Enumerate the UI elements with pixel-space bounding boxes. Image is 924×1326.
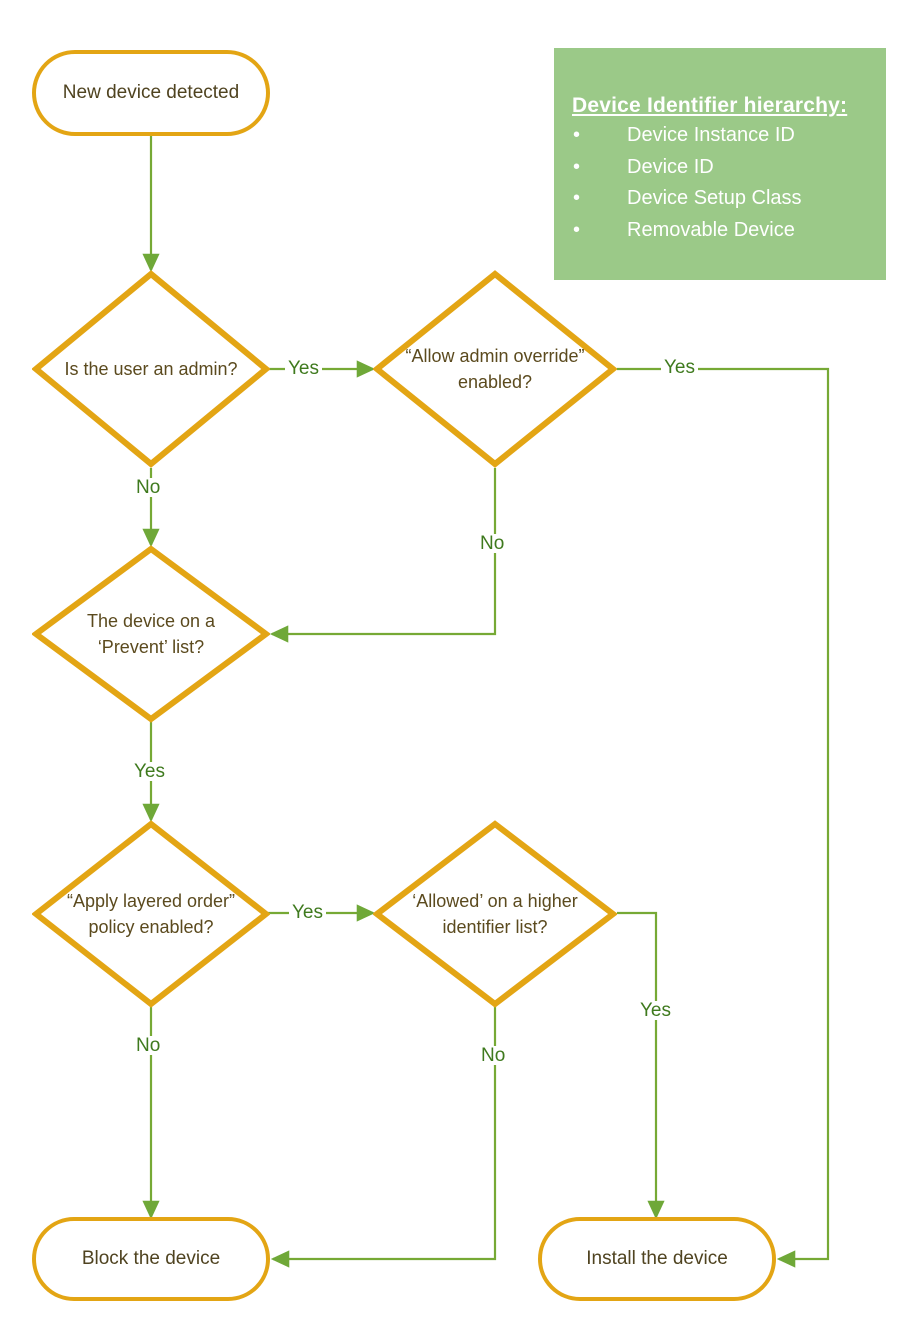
node-start-label: New device detected [62, 82, 240, 104]
diamond-shape-allowed-higher-identifier [373, 820, 617, 1008]
edge-override-no [269, 468, 497, 643]
node-allow-admin-override[interactable]: “Allow admin override” enabled? [373, 270, 617, 468]
legend-item-label: Device Setup Class [627, 187, 802, 210]
node-apply-layered-order-label: “Apply layered order” policy enabled? [66, 890, 236, 937]
legend-title: Device Identifier hierarchy: [572, 94, 848, 117]
edge-override-yes [617, 367, 830, 1268]
bullet-icon: • [573, 124, 581, 146]
edge-label-is-admin-no: No [133, 478, 164, 497]
edge-label-prevent-yes: Yes [131, 762, 168, 781]
legend-list-item: • Device Setup Class [554, 183, 886, 215]
legend-list: • Device Instance ID • Device ID • Devic… [554, 120, 886, 246]
edge-label-allowed-yes: Yes [637, 1001, 674, 1020]
node-start[interactable]: New device detected [32, 50, 270, 136]
legend-list-item: • Device ID [554, 152, 886, 184]
node-allowed-higher-identifier[interactable]: ‘Allowed’ on a higher identifier list? [373, 820, 617, 1008]
diamond-shape-prevent-list [32, 545, 270, 723]
legend-list-item: • Removable Device [554, 215, 886, 247]
edge-label-override-no: No [477, 534, 508, 553]
node-allow-admin-override-label: “Allow admin override” enabled? [405, 345, 585, 392]
node-install-the-device-label: Install the device [586, 1248, 728, 1270]
node-prevent-list-label: The device on a ‘Prevent’ list? [86, 610, 216, 657]
bullet-icon: • [573, 155, 581, 178]
node-is-admin[interactable]: Is the user an admin? [32, 270, 270, 468]
edge-label-allowed-no: No [478, 1046, 509, 1065]
node-block-the-device-label: Block the device [81, 1248, 221, 1270]
legend-item-label: Removable Device [627, 218, 795, 241]
edge-label-override-yes: Yes [661, 358, 698, 377]
edge-allowed-no [270, 1006, 497, 1268]
legend-device-identifier-hierarchy: Device Identifier hierarchy: • Device In… [554, 48, 886, 280]
edge-allowed-yes [617, 911, 665, 1220]
legend-list-item: • Device Instance ID [554, 120, 886, 152]
bullet-icon: • [573, 187, 581, 210]
node-install-the-device[interactable]: Install the device [538, 1217, 776, 1301]
diamond-shape-apply-layered-order [32, 820, 270, 1008]
node-allowed-higher-identifier-label: ‘Allowed’ on a higher identifier list? [412, 890, 578, 937]
node-prevent-list[interactable]: The device on a ‘Prevent’ list? [32, 545, 270, 723]
legend-item-label: Device Instance ID [627, 124, 795, 146]
node-is-admin-label: Is the user an admin? [64, 358, 238, 379]
edge-label-layered-no: No [133, 1036, 164, 1055]
diamond-shape-is-admin [32, 270, 270, 468]
edge-label-layered-yes: Yes [289, 903, 326, 922]
node-block-the-device[interactable]: Block the device [32, 1217, 270, 1301]
legend-item-label: Device ID [627, 155, 714, 178]
diamond-shape-allow-admin-override [373, 270, 617, 468]
bullet-icon: • [573, 218, 581, 241]
edge-label-is-admin-yes: Yes [285, 359, 322, 378]
node-apply-layered-order[interactable]: “Apply layered order” policy enabled? [32, 820, 270, 1008]
